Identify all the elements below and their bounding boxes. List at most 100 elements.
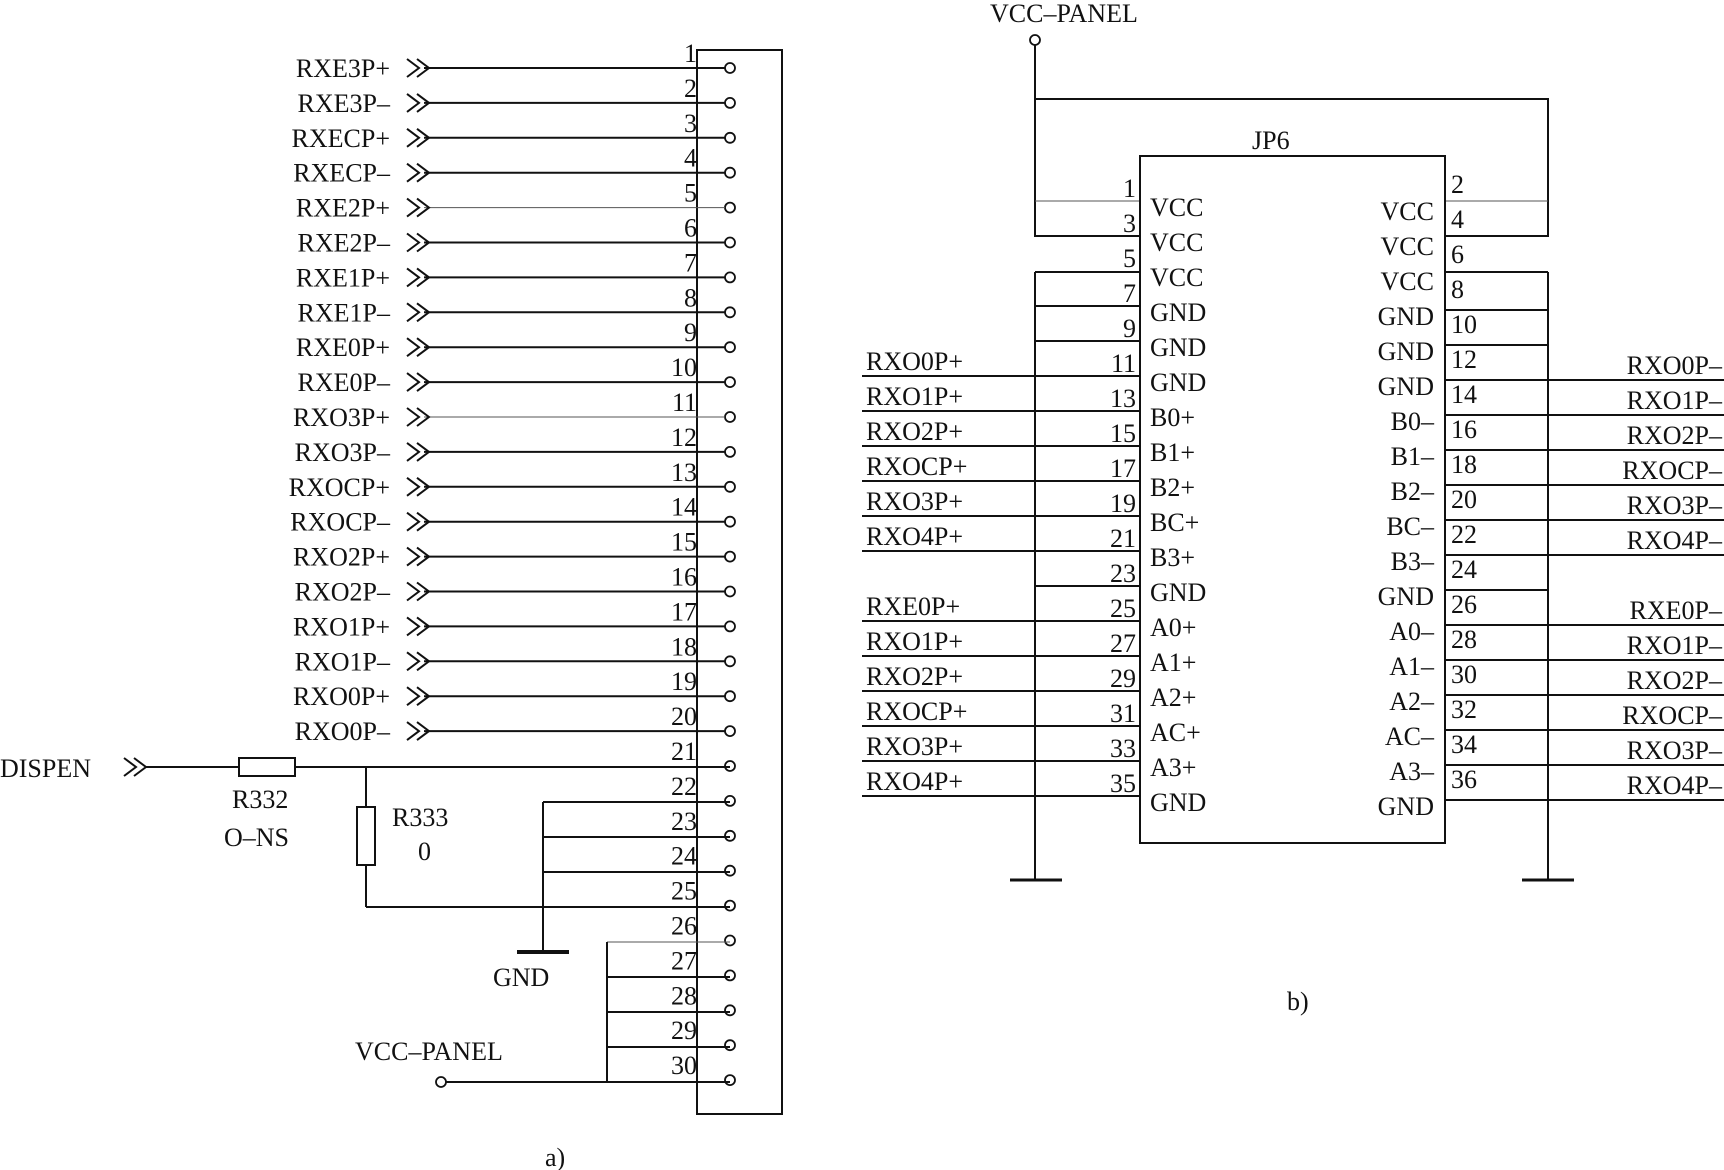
- signal-label: RXO0P–: [295, 717, 391, 746]
- left-pin-3-function: VCC: [1150, 228, 1203, 257]
- right-pin-20-function: BC–: [1386, 512, 1435, 541]
- right-pin-22-number: 22: [1451, 520, 1477, 549]
- pin-7-number: 7: [684, 248, 697, 277]
- right-pin-34-number: 34: [1451, 730, 1477, 759]
- signal-label: RXE2P–: [298, 229, 391, 258]
- signal-arrow-icon: [406, 546, 431, 567]
- left-signal-label: RXO2P+: [866, 417, 963, 446]
- pin-14-number: 14: [671, 493, 697, 522]
- pin-14-terminal-icon: [724, 515, 736, 528]
- signal-arrow-icon: [406, 232, 431, 253]
- left-signal-label: RXO3P+: [866, 732, 963, 761]
- pin-2-number: 2: [684, 74, 697, 103]
- right-pin-20-number: 20: [1451, 485, 1477, 514]
- signal-label: RXE3P+: [296, 54, 390, 83]
- signal-label: RXO0P+: [293, 682, 390, 711]
- pin-28-number: 28: [671, 981, 697, 1010]
- left-pin-25-number: 25: [1110, 594, 1136, 623]
- signal-label: RXO1P+: [293, 612, 390, 641]
- pin-9-number: 9: [684, 318, 697, 347]
- signal-label: RXO2P–: [295, 578, 391, 607]
- signal-arrow-icon: [406, 302, 431, 323]
- right-pin-2-function: VCC: [1381, 197, 1434, 226]
- left-pin-13-number: 13: [1110, 384, 1136, 413]
- right-pin-34-function: A3–: [1389, 757, 1435, 786]
- pin-8-number: 8: [684, 283, 697, 312]
- signal-label: RXO3P–: [295, 438, 391, 467]
- vcc-panel-label-a: VCC–PANEL: [355, 1037, 503, 1066]
- pin-22-number: 22: [671, 772, 697, 801]
- signal-arrow-icon: [406, 372, 431, 392]
- signal-arrow-icon: [406, 651, 431, 672]
- signal-label: RXECP–: [293, 159, 391, 188]
- pin-20-number: 20: [671, 702, 697, 731]
- signal-label: RXO1P–: [295, 647, 391, 676]
- signal-arrow-icon: [406, 93, 431, 113]
- pin-26-terminal-icon: [724, 934, 736, 947]
- r333-value: 0: [418, 837, 431, 866]
- signal-label: RXE2P+: [296, 194, 390, 223]
- pin-26-number: 26: [671, 912, 697, 941]
- left-pin-29-number: 29: [1110, 664, 1136, 693]
- right-pin-28-number: 28: [1451, 625, 1477, 654]
- pin-28-terminal-icon: [724, 1004, 736, 1017]
- vcc-terminal-icon: [435, 1076, 447, 1088]
- right-pin-4-number: 4: [1451, 205, 1464, 234]
- right-pin-24-number: 24: [1451, 555, 1477, 584]
- right-signal-label: RXO1P–: [1627, 631, 1723, 660]
- signal-arrow-icon: [406, 58, 431, 78]
- r332-resistor: [238, 757, 296, 777]
- left-pin-27-function: A1+: [1150, 648, 1196, 677]
- pin-29-terminal-icon: [724, 1039, 736, 1052]
- caption-b: b): [1287, 987, 1309, 1016]
- left-pin-33-number: 33: [1110, 734, 1136, 763]
- left-pin-9-function: GND: [1150, 333, 1206, 362]
- jp6-chip-body: [1139, 155, 1446, 844]
- left-pin-31-number: 31: [1110, 699, 1136, 728]
- left-pin-23-number: 23: [1110, 559, 1136, 588]
- signal-arrow-icon: [406, 267, 431, 288]
- pin-10-terminal-icon: [724, 376, 736, 389]
- left-signal-label: RXO1P+: [866, 627, 963, 656]
- pin-18-terminal-icon: [724, 655, 736, 668]
- r333-resistor: [356, 806, 376, 866]
- right-signal-label: RXOCP–: [1622, 701, 1723, 730]
- signal-arrow-icon: [406, 721, 431, 741]
- right-pin-32-number: 32: [1451, 695, 1477, 724]
- pin-16-terminal-icon: [724, 585, 736, 598]
- pin-8-terminal-icon: [724, 306, 736, 319]
- right-signal-label: RXO2P–: [1627, 421, 1723, 450]
- signal-arrow-icon: [406, 477, 431, 497]
- left-pin-5-number: 5: [1123, 244, 1136, 273]
- right-signal-label: RXO0P–: [1627, 351, 1723, 380]
- right-pin-14-number: 14: [1451, 380, 1477, 409]
- panel-a: 1RXE3P+2RXE3P–3RXECP+4RXECP–5RXE2P+6RXE2…: [0, 39, 783, 1170]
- pin-30-terminal-icon: [724, 1074, 736, 1086]
- pin-2-terminal-icon: [724, 97, 736, 109]
- left-pin-21-number: 21: [1110, 524, 1136, 553]
- left-signal-label: RXOCP+: [866, 452, 967, 481]
- jp6-label: JP6: [1252, 126, 1290, 155]
- pin-29-number: 29: [671, 1016, 697, 1045]
- pin-11-terminal-icon: [724, 411, 736, 423]
- left-pin-33-function: A3+: [1150, 753, 1196, 782]
- right-pin-30-function: A2–: [1389, 687, 1435, 716]
- left-pin-1-function: VCC: [1150, 193, 1203, 222]
- pin-1-number: 1: [684, 39, 697, 68]
- vcc-terminal-b-icon: [1029, 34, 1041, 46]
- signal-arrow-icon: [406, 511, 431, 532]
- left-pin-27-number: 27: [1110, 629, 1136, 658]
- right-pin-14-function: B0–: [1391, 407, 1435, 436]
- pin-10-number: 10: [671, 353, 697, 382]
- pin-24-terminal-icon: [724, 864, 736, 877]
- left-pin-5-function: VCC: [1150, 263, 1203, 292]
- pin-27-terminal-icon: [724, 969, 736, 982]
- pin-15-number: 15: [671, 528, 697, 557]
- right-pin-24-function: GND: [1378, 582, 1434, 611]
- connector-body: [696, 49, 783, 1115]
- left-signal-label: RXO0P+: [866, 347, 963, 376]
- left-pin-9-number: 9: [1123, 314, 1136, 343]
- signal-label: RXE0P+: [296, 333, 390, 362]
- right-signal-label: RXO1P–: [1627, 386, 1723, 415]
